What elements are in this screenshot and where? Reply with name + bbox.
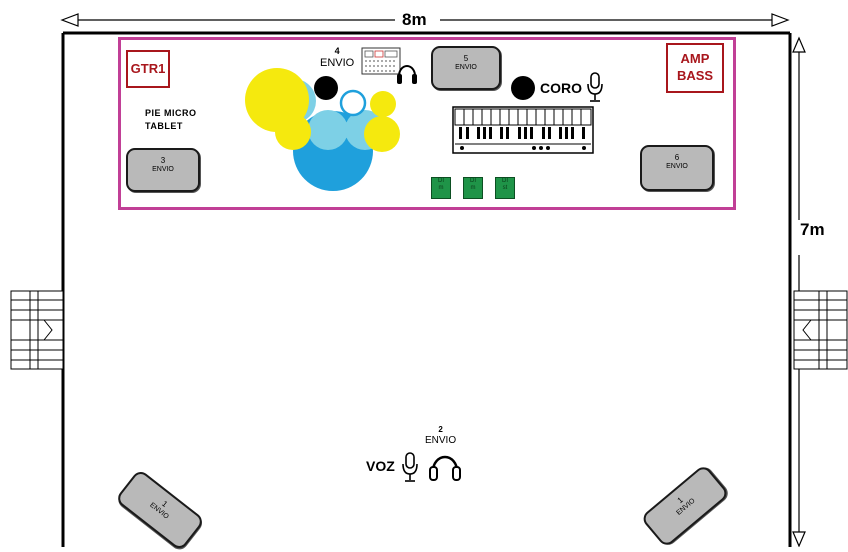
coro-mic-stand-marker <box>511 76 535 100</box>
di-box-2-bottom: m <box>470 185 476 191</box>
monitor-4-envio: ENVIO <box>320 57 355 69</box>
guitar-amp-label: GTR1 <box>130 61 166 76</box>
di-box-2: DI m <box>463 177 483 199</box>
monitor-3: 3 ENVIO <box>126 148 200 192</box>
keyboard-icon <box>452 106 594 154</box>
stairs-icon <box>793 290 848 370</box>
monitor-6: 6 ENVIO <box>640 145 714 191</box>
monitor-3-number: 3 <box>160 156 166 165</box>
monitor-2-label: 2 ENVIO <box>425 424 456 446</box>
pie-micro-line2: TABLET <box>145 121 183 131</box>
monitor-4-label: 4 ENVIO <box>320 45 354 69</box>
monitor-6-number: 6 <box>674 153 680 162</box>
mixer-icon <box>361 47 401 75</box>
bass-amp-label-1: AMP <box>680 51 710 66</box>
stairs-icon <box>10 290 64 370</box>
width-dimension-line <box>60 13 790 27</box>
monitor-2-envio: ENVIO <box>425 435 457 446</box>
microphone-icon <box>587 72 603 102</box>
monitor-5-label: ENVIO <box>455 64 477 71</box>
mic-stand-marker <box>314 76 338 100</box>
monitor-5: 5 ENVIO <box>431 46 501 90</box>
monitor-4-number: 4 <box>334 46 340 56</box>
riser-area <box>118 37 736 210</box>
voz-label: VOZ <box>366 458 395 474</box>
di-box-2-top: DI <box>470 178 476 184</box>
monitor-3-label: ENVIO <box>152 166 174 173</box>
coro-label: CORO <box>540 80 582 96</box>
monitor-2-number: 2 <box>438 425 443 434</box>
depth-label: 7m <box>800 220 825 240</box>
pie-micro-line1: PIE MICRO <box>145 108 197 118</box>
headphones-icon <box>397 65 417 84</box>
headphones-icon <box>429 455 461 481</box>
di-box-3-bottom: st <box>502 185 508 191</box>
bass-amp: AMP BASS <box>666 43 724 93</box>
pie-micro-label: PIE MICRO TABLET <box>145 107 197 133</box>
monitor-6-label: ENVIO <box>666 163 688 170</box>
drum-kit <box>245 68 400 191</box>
microphone-icon <box>402 452 418 482</box>
di-box-1-top: DI <box>438 178 444 184</box>
di-box-1-bottom: m <box>438 185 444 191</box>
width-label: 8m <box>402 10 427 30</box>
di-box-3-top: DI <box>502 178 508 184</box>
di-box-3: DI st <box>495 177 515 199</box>
guitar-amp: GTR1 <box>126 50 170 88</box>
monitor-5-number: 5 <box>463 54 469 63</box>
di-box-1: DI m <box>431 177 451 199</box>
bass-amp-label-2: BASS <box>676 68 714 83</box>
